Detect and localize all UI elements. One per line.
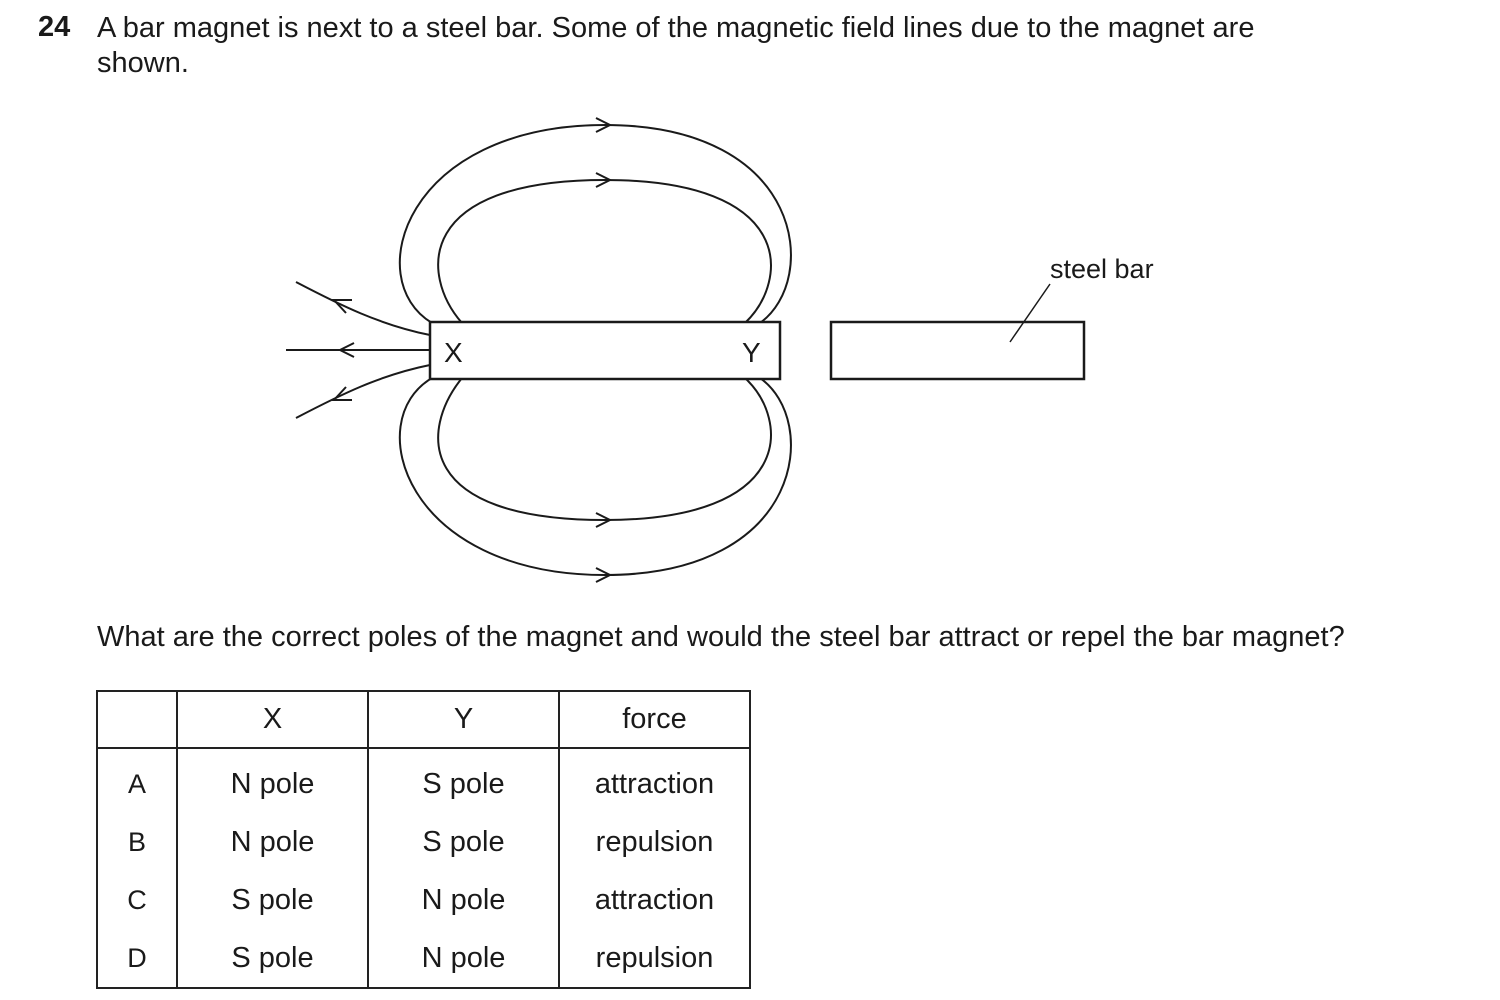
field-line-left-lower <box>295 364 431 419</box>
option-row-c[interactable]: C S pole N pole attraction <box>96 871 751 929</box>
header-y: Y <box>367 690 560 749</box>
option-force: repulsion <box>558 813 751 871</box>
option-y: N pole <box>367 871 560 929</box>
steel-bar <box>829 320 1086 381</box>
arrow-left-lower <box>331 386 352 401</box>
option-x: N pole <box>176 748 369 813</box>
steel-bar-label: steel bar <box>1050 254 1154 284</box>
bar-magnet <box>428 320 782 381</box>
option-force: attraction <box>558 871 751 929</box>
steel-bar-leader-line <box>1009 283 1051 343</box>
option-key: B <box>96 813 178 871</box>
field-line-upper-inner <box>437 178 772 324</box>
option-row-a[interactable]: A N pole S pole attraction <box>96 748 751 813</box>
field-line-lower-outer <box>398 377 792 577</box>
option-key: D <box>96 929 178 989</box>
option-x: S pole <box>176 871 369 929</box>
field-line-lower-inner <box>437 377 772 522</box>
answer-options-table: X Y force A N pole S pole attraction B N… <box>96 690 751 989</box>
header-key <box>96 690 178 749</box>
arrow-upper-inner <box>595 172 613 188</box>
pole-label-x: X <box>444 337 463 368</box>
option-force: attraction <box>558 748 751 813</box>
option-x: N pole <box>176 813 369 871</box>
arrow-left-upper <box>331 299 352 314</box>
pole-label-y: Y <box>742 337 761 368</box>
question-prompt: What are the correct poles of the magnet… <box>97 621 1345 653</box>
option-x: S pole <box>176 929 369 989</box>
question-stem-line2: shown. <box>97 47 189 79</box>
table-header-row: X Y force <box>96 690 751 749</box>
header-x: X <box>176 690 369 749</box>
arrow-upper-outer <box>595 117 613 133</box>
option-y: S pole <box>367 748 560 813</box>
field-line-left-upper <box>295 281 431 336</box>
option-row-b[interactable]: B N pole S pole repulsion <box>96 813 751 871</box>
arrow-lower-outer <box>595 567 613 583</box>
option-y: S pole <box>367 813 560 871</box>
arrow-left-middle <box>337 342 355 358</box>
option-y: N pole <box>367 929 560 989</box>
question-stem: A bar magnet is next to a steel bar. Som… <box>97 11 1415 81</box>
option-key: C <box>96 871 178 929</box>
header-force: force <box>558 690 751 749</box>
option-row-d[interactable]: D S pole N pole repulsion <box>96 929 751 989</box>
option-key: A <box>96 748 178 813</box>
arrow-lower-inner <box>595 512 613 528</box>
option-force: repulsion <box>558 929 751 989</box>
question-stem-line1: A bar magnet is next to a steel bar. Som… <box>97 12 1255 44</box>
field-line-upper-outer <box>398 123 792 324</box>
question-number: 24 <box>38 11 71 43</box>
